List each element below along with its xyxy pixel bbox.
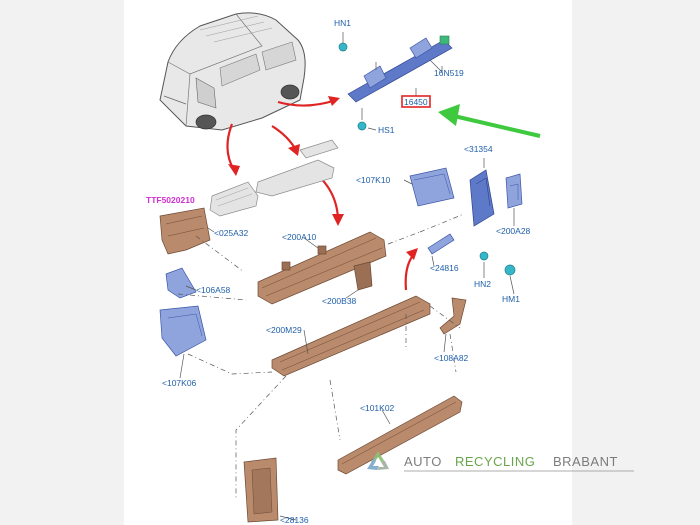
label-hm1: HM1 [502,294,520,304]
label-107k10: <107K10 [356,175,391,185]
left-cluster [159,207,211,357]
clip-hn1-icon [338,42,348,52]
label-200m29: <200M29 [266,325,302,335]
recycle-icon [367,451,389,470]
clip-hm1-icon [504,264,516,276]
label-16n519: 16N519 [434,68,464,78]
label-16450: 16450 [404,97,428,107]
label-31354: <31354 [464,144,493,154]
logo-word-recycling: RECYCLING [455,454,535,469]
sill-part-16450 [338,32,453,131]
label-28136: <28136 [280,515,309,525]
clip-hs1-icon [357,121,367,131]
label-200b38: <200B38 [322,296,357,306]
van-illustration [159,12,306,131]
grey-parts [209,139,339,217]
clip-hn2-icon [479,251,489,261]
label-106a58: <106A58 [196,285,231,295]
callout-labels: HN1 16N519 16450 HS1 <31354 <107K10 TTF5… [146,18,531,525]
highlight-box [401,95,431,108]
logo-word-brabant: BRABANT [553,454,618,469]
label-ttf5020210: TTF5020210 [146,195,195,205]
label-200a10: <200A10 [282,232,317,242]
label-hn2: HN2 [474,279,491,289]
label-101k02: <101K02 [360,403,395,413]
label-24816: <24816 [430,263,459,273]
label-hs1: HS1 [378,125,395,135]
right-cluster [409,158,523,295]
label-200a28: <200A28 [496,226,531,236]
label-hn1: HN1 [334,18,351,28]
assembly-lines [177,213,465,500]
middle-parts [243,231,467,523]
green-arrow [438,104,541,138]
watermark-logo: AUTO RECYCLING BRABANT [367,451,634,472]
logo-word-auto: AUTO [404,454,442,469]
label-107k06: <107K06 [162,378,197,388]
leader-lines [179,179,447,521]
label-108a82: <108A82 [434,353,469,363]
label-025a32: <025A32 [214,228,249,238]
